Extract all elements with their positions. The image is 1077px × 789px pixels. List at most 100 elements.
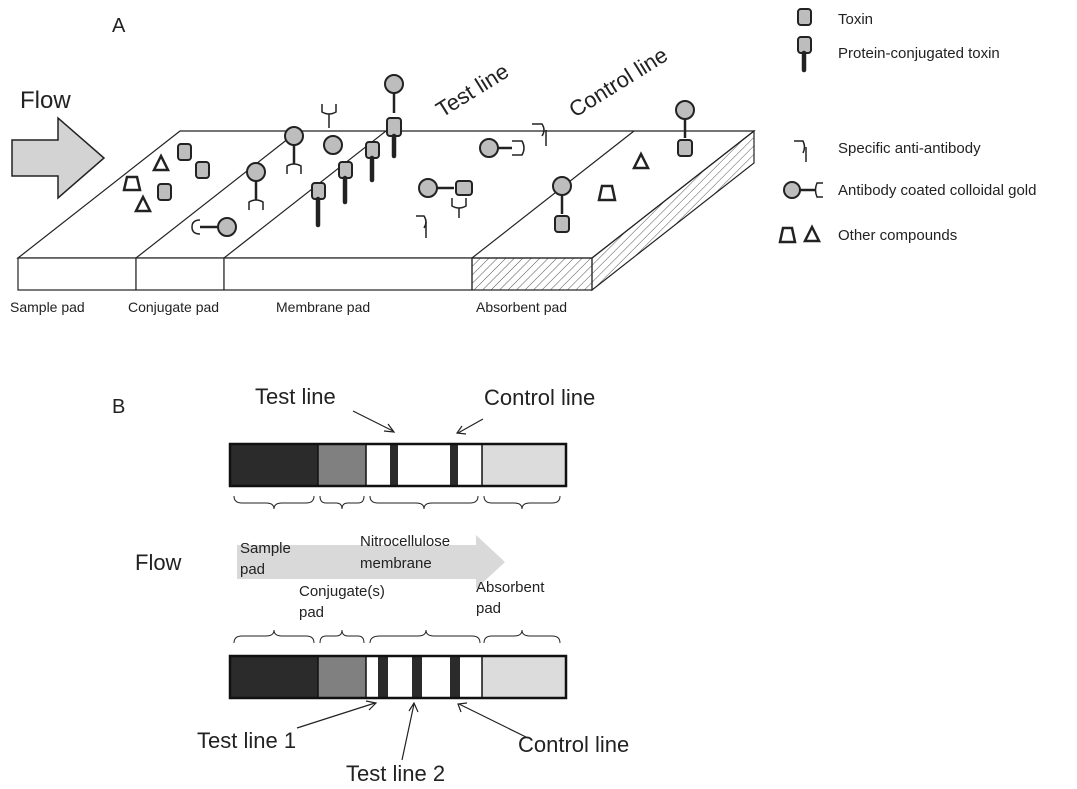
membrane-pad-front: [223, 257, 473, 291]
triangle-compound-icon: [133, 194, 153, 213]
brace-conjugate: [319, 495, 365, 510]
protein-conjugated-toxin-icon: [386, 117, 402, 159]
test-line-1-arrow-icon: [296, 700, 378, 729]
brace-membrane: [369, 495, 479, 510]
nitrocellulose-membrane-text: Nitrocellulose membrane: [360, 533, 454, 572]
strip-membrane-segment: [366, 444, 482, 486]
strip-sample-segment: [230, 444, 318, 486]
brace-absorbent: [483, 495, 561, 510]
sample-pad-label: Sample pad: [10, 299, 85, 315]
gold-antibody-icon: [783, 181, 823, 199]
toxin-icon: [177, 143, 192, 161]
test-line-1-label: Test line 1: [197, 728, 296, 753]
sample-pad-front: [17, 257, 137, 291]
triangle-compound-icon: [151, 153, 171, 172]
legend-label: Protein-conjugated toxin: [838, 45, 1000, 62]
absorbent-pad-front: [471, 257, 593, 291]
anti-antibody-icon: [321, 104, 337, 128]
strip-test-line: [390, 444, 398, 486]
brace-conjugate-bottom: [319, 629, 365, 644]
strip-outline: [228, 654, 568, 700]
absorbent-pad-molecules: [597, 100, 695, 202]
protein-conjugated-toxin-icon: [365, 141, 380, 183]
strip-3d: [16, 129, 756, 292]
membrane-control-molecules: [416, 123, 572, 238]
gold-antibody-icon: [284, 126, 304, 174]
panel-b: B Test line Control line: [112, 384, 629, 786]
membrane-pad-label: Membrane pad: [276, 299, 370, 315]
divider-membrane-absorbent: [471, 130, 635, 259]
strip-absorbent-segment: [482, 444, 566, 486]
legend-label: Specific anti-antibody: [838, 140, 981, 157]
flow-arrow-icon: [11, 116, 106, 200]
protein-conjugated-toxin-icon: [338, 161, 353, 205]
toxin-icon: [554, 215, 570, 233]
strip-control-line: [450, 444, 458, 486]
legend-item-anti-antibody: Specific anti-antibody: [794, 140, 981, 162]
strip-sample-segment: [230, 656, 318, 698]
legend: Toxin Protein-conjugated toxin Specific …: [778, 8, 1036, 244]
legend-item-toxin: Toxin: [797, 8, 873, 28]
toxin-icon: [195, 161, 210, 179]
legend-item-other-compounds: Other compounds: [778, 224, 957, 244]
anti-antibody-icon: [794, 140, 807, 162]
gold-antibody-icon: [479, 138, 525, 158]
top-strip: [228, 442, 568, 488]
anti-antibody-icon: [451, 198, 467, 218]
legend-label: Toxin: [838, 11, 873, 28]
protein-conjugated-toxin-icon: [797, 36, 812, 73]
bottom-strip: [228, 654, 568, 700]
gold-antibody-icon: [675, 100, 695, 138]
top-braces: [233, 495, 561, 510]
strip-test-line-2: [412, 656, 422, 698]
sample-pad-molecules: [122, 143, 210, 213]
absorbent-pad-label: Absorbent pad: [476, 299, 567, 315]
anti-antibody-icon: [416, 215, 427, 238]
brace-sample: [233, 495, 315, 510]
top-control-line-label: Control line: [484, 385, 595, 410]
strip-conjugate-segment: [318, 444, 366, 486]
test-line-2-label: Test line 2: [346, 761, 445, 786]
gold-antibody-icon: [323, 135, 343, 155]
legend-item-gold-antibody: Antibody coated colloidal gold: [783, 181, 1036, 199]
anti-antibody-icon: [532, 123, 547, 146]
brace-absorbent-bottom: [483, 629, 561, 644]
other-compounds-icon: [778, 224, 822, 244]
panel-b-letter: B: [112, 396, 125, 418]
panel-b-flow-label: Flow: [135, 550, 182, 575]
test-line-molecules: [311, 74, 404, 228]
trapezoid-compound-icon: [597, 184, 617, 202]
absorbent-pad-side: [591, 129, 755, 292]
legend-item-protein-conjugated-toxin: Protein-conjugated toxin: [797, 36, 1000, 73]
triangle-compound-icon: [631, 151, 651, 170]
strip-absorbent-segment: [482, 656, 566, 698]
strip-control-line: [450, 656, 460, 698]
test-line-2-arrow-icon: [401, 701, 419, 761]
strip-outline: [228, 442, 568, 488]
conjugate-pad-front: [135, 257, 225, 291]
panel-a-letter: A: [112, 15, 126, 37]
bottom-braces: [233, 629, 561, 644]
gold-antibody-icon: [418, 178, 454, 198]
bottom-control-line-label: Control line: [518, 732, 629, 757]
toxin-icon: [157, 183, 172, 201]
panel-a: A Flow Test line Control line Sample pad…: [10, 8, 1036, 315]
gold-antibody-icon: [191, 217, 237, 237]
gold-antibody-icon: [246, 162, 266, 210]
top-test-line-label: Test line: [255, 384, 336, 409]
test-line-label: Test line: [431, 58, 513, 122]
divider-conjugate-membrane: [223, 130, 387, 259]
brace-sample-bottom: [233, 629, 315, 644]
legend-label: Other compounds: [838, 227, 957, 244]
conjugate-pad-molecules: [191, 126, 304, 237]
panel-a-flow-label: Flow: [20, 87, 71, 114]
divider-sample-conjugate: [135, 130, 299, 259]
top-test-line-arrow-icon: [352, 410, 396, 433]
strip-conjugate-segment: [318, 656, 366, 698]
sample-pad-text: Sample pad: [240, 540, 295, 578]
top-control-line-arrow-icon: [455, 418, 484, 435]
trapezoid-compound-icon: [122, 175, 142, 192]
control-line-arrow-icon: [457, 702, 529, 739]
conjugate-pad-text: Conjugate(s) pad: [299, 583, 389, 621]
